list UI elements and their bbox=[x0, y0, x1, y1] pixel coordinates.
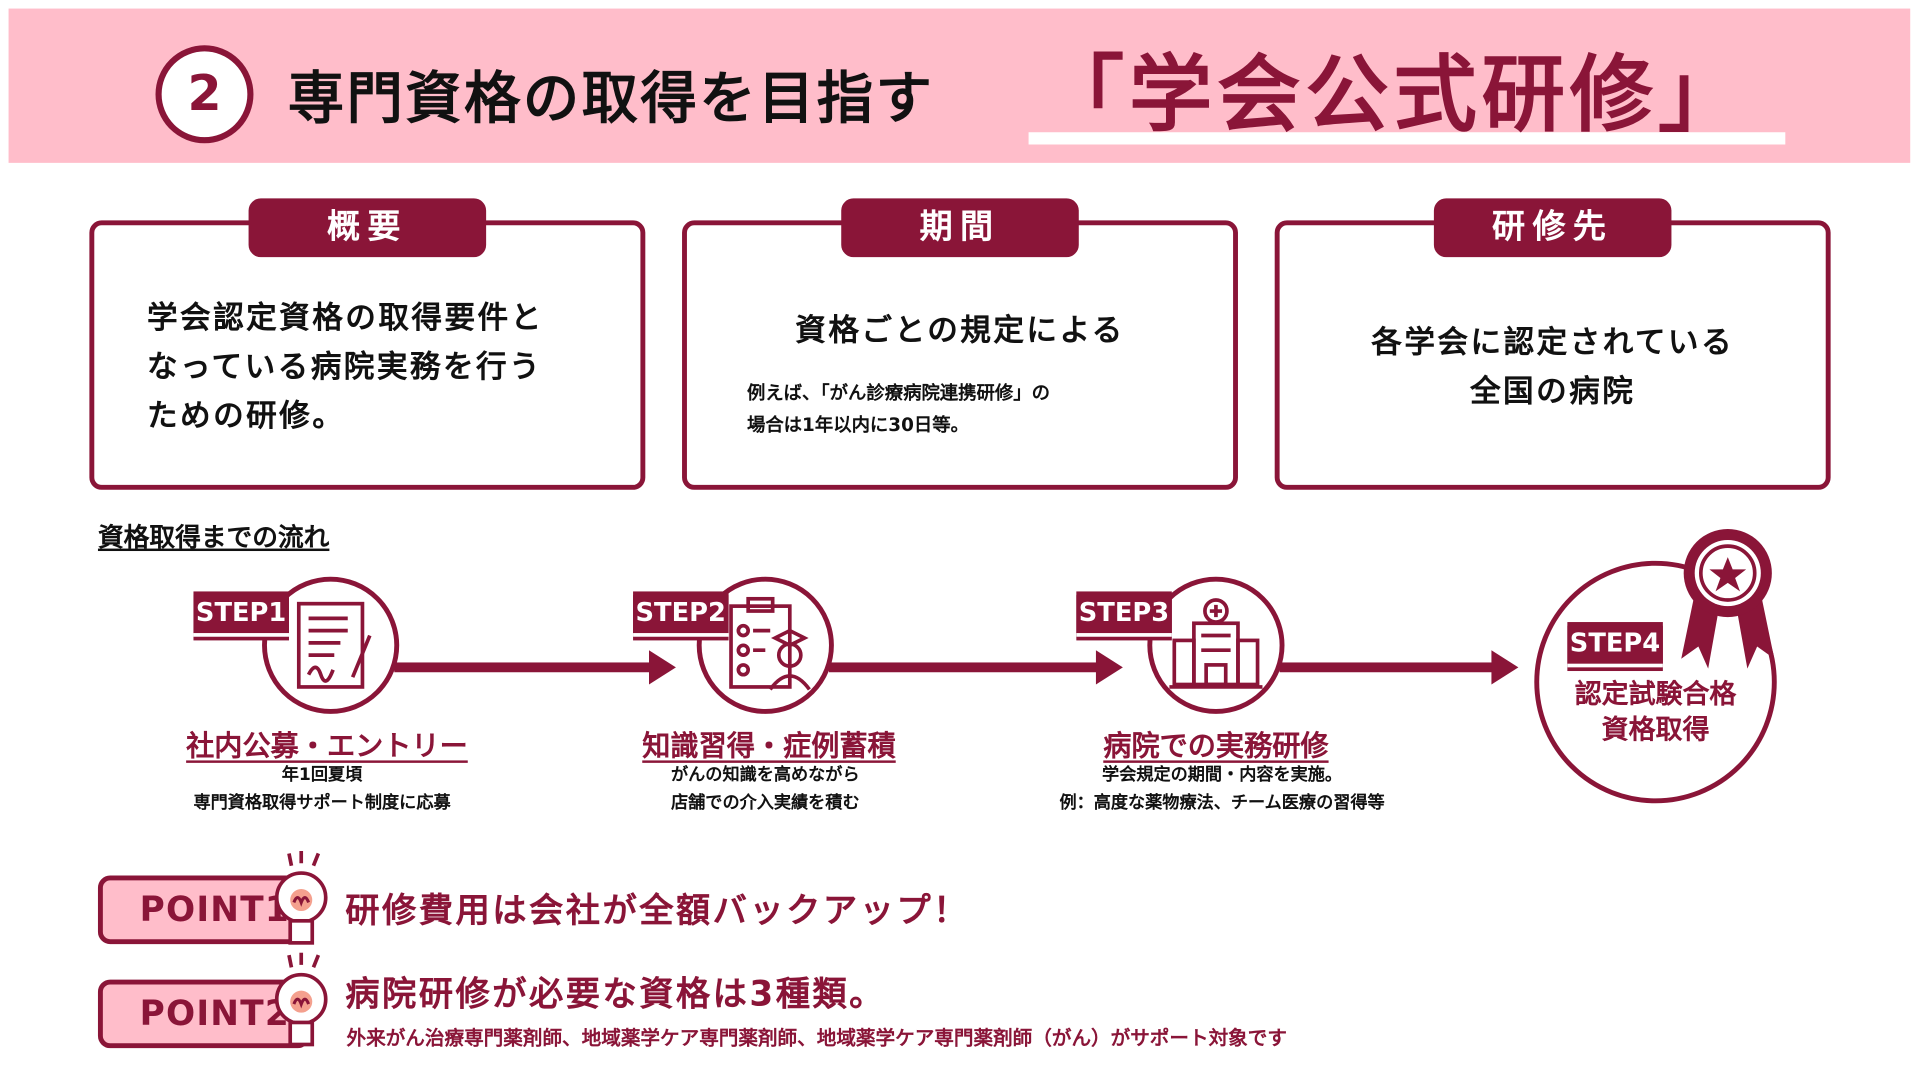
card-tab-location: 研修先 bbox=[1433, 198, 1672, 258]
card-overview bbox=[89, 220, 646, 490]
step1-title-text: 社内公募・エントリー bbox=[186, 731, 468, 763]
point1-badge: POINT1 bbox=[97, 875, 310, 945]
section-number-badge: 2 bbox=[155, 45, 254, 144]
text-line: 各学会に認定されている bbox=[1371, 324, 1735, 361]
step3-desc: 学会規定の期間・内容を実施。例：高度な薬物療法、チーム医療の習得等 bbox=[977, 762, 1467, 818]
arrow-head-icon bbox=[1491, 650, 1519, 685]
step3-title-text: 病院での実務研修 bbox=[1103, 731, 1329, 763]
point2-text: 病院研修が必要な資格は3種類。 bbox=[345, 973, 886, 1014]
text-line: 店舗での介入実績を積む bbox=[671, 793, 860, 814]
step4-text: 認定試験合格 資格取得 bbox=[1534, 677, 1776, 748]
text-line: がんの知識を高めながら bbox=[671, 765, 860, 785]
step3-label: STEP3 bbox=[1076, 591, 1172, 637]
checklist-graduate-icon bbox=[729, 596, 811, 691]
text-line: ための研修。 bbox=[146, 397, 346, 434]
step4-label: STEP4 bbox=[1567, 622, 1663, 668]
step2-label: STEP2 bbox=[633, 591, 729, 637]
text-line: 学会規定の期間・内容を実施。 bbox=[1102, 765, 1343, 785]
lightbulb-icon bbox=[274, 952, 328, 1047]
card-period bbox=[682, 220, 1238, 490]
text-line: 専門資格取得サポート制度に応募 bbox=[193, 793, 451, 814]
document-sign-icon bbox=[296, 601, 372, 689]
highlight-underline bbox=[1028, 132, 1786, 145]
step1-title: 社内公募・エントリー bbox=[119, 722, 535, 764]
arrow-line bbox=[394, 662, 652, 673]
step2-title: 知識習得・症例蓄積 bbox=[561, 722, 977, 764]
point2-note: 外来がん治療専門薬剤師、地域薬学ケア専門薬剤師、地域薬学ケア専門薬剤師（がん）が… bbox=[346, 1026, 1287, 1050]
period-notes: 例えば、「がん診療病院連携研修」の 場合は1年以内に30日等。 bbox=[747, 377, 1050, 441]
location-text: 各学会に認定されている 全国の病院 bbox=[1280, 318, 1826, 416]
text-line: 場合は1年以内に30日等。 bbox=[746, 413, 969, 436]
step2-desc: がんの知識を高めながら店舗での介入実績を積む bbox=[520, 762, 1010, 818]
arrow-line bbox=[1279, 662, 1494, 673]
overview-text: 学会認定資格の取得要件と なっている病院実務を行う ための研修。 bbox=[147, 294, 544, 441]
page-title: 専門資格の取得を目指す bbox=[287, 64, 935, 132]
step1-label: STEP1 bbox=[193, 591, 289, 637]
lightbulb-icon bbox=[274, 851, 328, 945]
arrow-line bbox=[828, 662, 1099, 673]
text-line: 全国の病院 bbox=[1469, 373, 1636, 409]
step1-circle bbox=[262, 576, 400, 714]
card-tab-overview: 概要 bbox=[248, 198, 487, 258]
text-line: 認定試験合格 bbox=[1574, 679, 1737, 711]
point1-text: 研修費用は会社が全額バックアップ！ bbox=[345, 890, 970, 931]
award-ribbon-icon bbox=[1681, 528, 1775, 669]
hospital-icon bbox=[1169, 598, 1263, 689]
card-tab-period: 期間 bbox=[841, 198, 1079, 258]
step2-title-text: 知識習得・症例蓄積 bbox=[642, 731, 896, 763]
arrow-head-icon bbox=[648, 650, 676, 685]
page-title-highlight: 「学会公式研修」 bbox=[1040, 47, 1747, 145]
point2-badge: POINT2 bbox=[97, 979, 310, 1049]
period-main: 資格ごとの規定による bbox=[795, 312, 1125, 348]
text-line: 年1回夏頃 bbox=[281, 765, 363, 785]
step3-title: 病院での実務研修 bbox=[1008, 722, 1424, 764]
step1-desc: 年1回夏頃専門資格取得サポート制度に応募 bbox=[77, 762, 567, 818]
text-line: なっている病院実務を行う bbox=[146, 348, 543, 385]
text-line: 資格取得 bbox=[1601, 715, 1710, 746]
flow-heading: 資格取得までの流れ bbox=[97, 522, 330, 553]
text-line: 例えば、「がん診療病院連携研修」の bbox=[746, 382, 1051, 405]
arrow-head-icon bbox=[1095, 650, 1123, 685]
text-line: 例：高度な薬物療法、チーム医療の習得等 bbox=[1059, 793, 1385, 814]
text-line: 学会認定資格の取得要件と bbox=[146, 300, 544, 336]
